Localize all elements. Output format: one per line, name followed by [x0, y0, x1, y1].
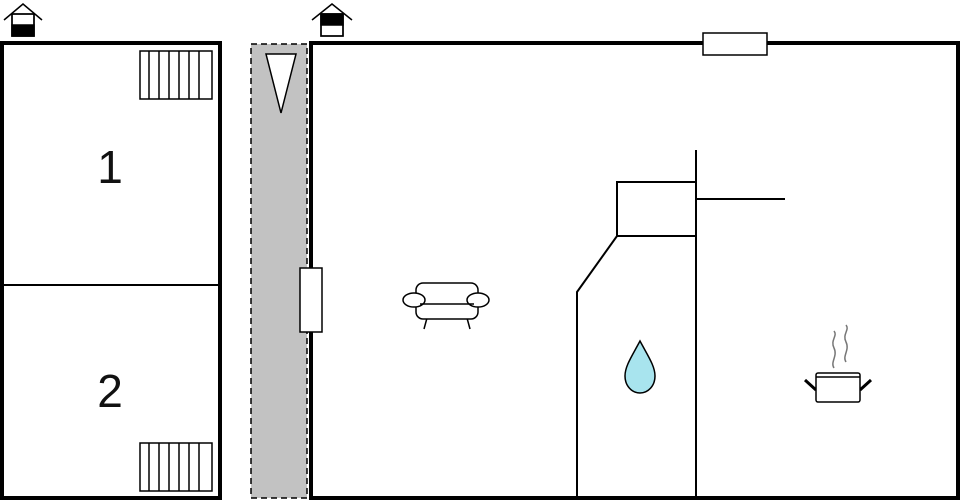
triangle-marker-icon — [265, 53, 297, 114]
main-living-area — [309, 41, 960, 500]
room-label-2: 2 — [97, 365, 123, 417]
radiator-icon — [139, 50, 213, 100]
floor-level-upper-icon — [311, 3, 353, 37]
door-left — [299, 267, 323, 333]
window-top — [702, 32, 768, 56]
bedroom-block — [0, 41, 222, 500]
cooking-pot-icon — [803, 324, 873, 403]
sofa-icon — [402, 282, 490, 330]
water-drop-icon — [624, 339, 656, 394]
floor-level-lower-icon — [3, 3, 43, 37]
room-label-1: 1 — [97, 141, 123, 193]
bathroom-walls — [576, 150, 785, 498]
terrace-strip — [250, 43, 308, 499]
radiator-icon — [139, 442, 213, 492]
